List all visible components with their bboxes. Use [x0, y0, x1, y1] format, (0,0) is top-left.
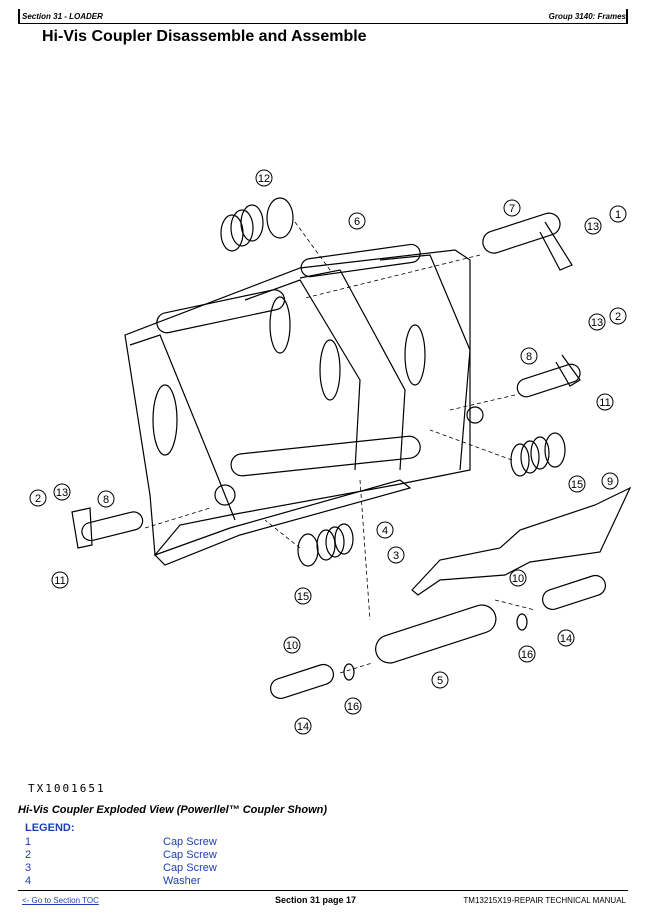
page-number: Section 31 page 17	[275, 895, 357, 905]
callout-number: 14	[560, 633, 572, 645]
callout-number: 5	[437, 675, 443, 687]
section-label: Section 31 - LOADER	[22, 12, 103, 21]
page-title: Hi-Vis Coupler Disassemble and Assemble	[42, 28, 367, 45]
group-label: Group 3140: Frames	[548, 12, 626, 21]
callout-number: 4	[382, 525, 388, 537]
page-footer: <- Go to Section TOC Section 31 page 17 …	[18, 890, 628, 909]
callout-number: 13	[56, 487, 68, 499]
figure-caption: Hi-Vis Coupler Exploded View (Powerllel™…	[18, 804, 328, 816]
callout-number: 1	[615, 209, 621, 221]
callout-number: 11	[599, 397, 610, 409]
callout-number: 7	[509, 203, 515, 215]
callout-number: 9	[607, 476, 613, 488]
page-header: Section 31 - LOADER Group 3140: Frames	[18, 9, 628, 24]
callout-number: 15	[571, 479, 583, 491]
legend-item: 2 Cap Screw	[25, 849, 325, 862]
legend-title: LEGEND:	[25, 822, 75, 834]
legend-item: 1 Cap Screw	[25, 836, 325, 849]
callout-number: 14	[297, 721, 309, 733]
legend-number: 1	[25, 836, 32, 848]
callout-number: 3	[393, 550, 399, 562]
callout-number: 16	[347, 701, 359, 713]
legend-label: Washer	[163, 875, 201, 887]
callout-number: 10	[286, 640, 298, 652]
legend-label: Cap Screw	[163, 836, 217, 848]
section-toc-link[interactable]: <- Go to Section TOC	[22, 896, 99, 905]
figure-id: TX1001651	[28, 782, 106, 795]
manual-title: TM13215X19-REPAIR TECHNICAL MANUAL	[463, 896, 626, 905]
legend-item: 4 Washer	[25, 875, 325, 888]
callout-number: 16	[521, 649, 533, 661]
callout-number: 12	[258, 173, 270, 185]
callout-number: 2	[615, 311, 621, 323]
exploded-view-diagram: 12 6 7 13 1 13 2 8 11 9 15 2 13 8 4 3 11 15 10 16 14 5 10 16 14	[29, 169, 632, 735]
header-rule-left	[18, 9, 20, 23]
legend-label: Cap Screw	[163, 849, 217, 861]
callout-labels: 12 6 7 13 1 13 2 8 11 9 15 2 13 8 4 3 11 15 10 16 14 5 10 16 14	[35, 173, 621, 733]
legend-label: Cap Screw	[163, 862, 217, 874]
callout-number: 13	[591, 317, 603, 329]
legend-number: 2	[25, 849, 32, 861]
callout-number: 2	[35, 493, 41, 505]
header-rule-right	[626, 9, 628, 23]
legend-item: 3 Cap Screw	[25, 862, 325, 875]
callout-number: 10	[512, 573, 524, 585]
callout-number: 8	[103, 494, 109, 506]
callout-number: 11	[54, 575, 65, 587]
legend: LEGEND: 1 Cap Screw 2 Cap Screw 3 Cap Sc…	[25, 822, 325, 888]
legend-number: 3	[25, 862, 32, 874]
callout-number: 6	[354, 216, 360, 228]
legend-number: 4	[25, 875, 32, 887]
callout-number: 15	[297, 591, 309, 603]
callout-number: 8	[526, 351, 532, 363]
callout-number: 13	[587, 221, 599, 233]
